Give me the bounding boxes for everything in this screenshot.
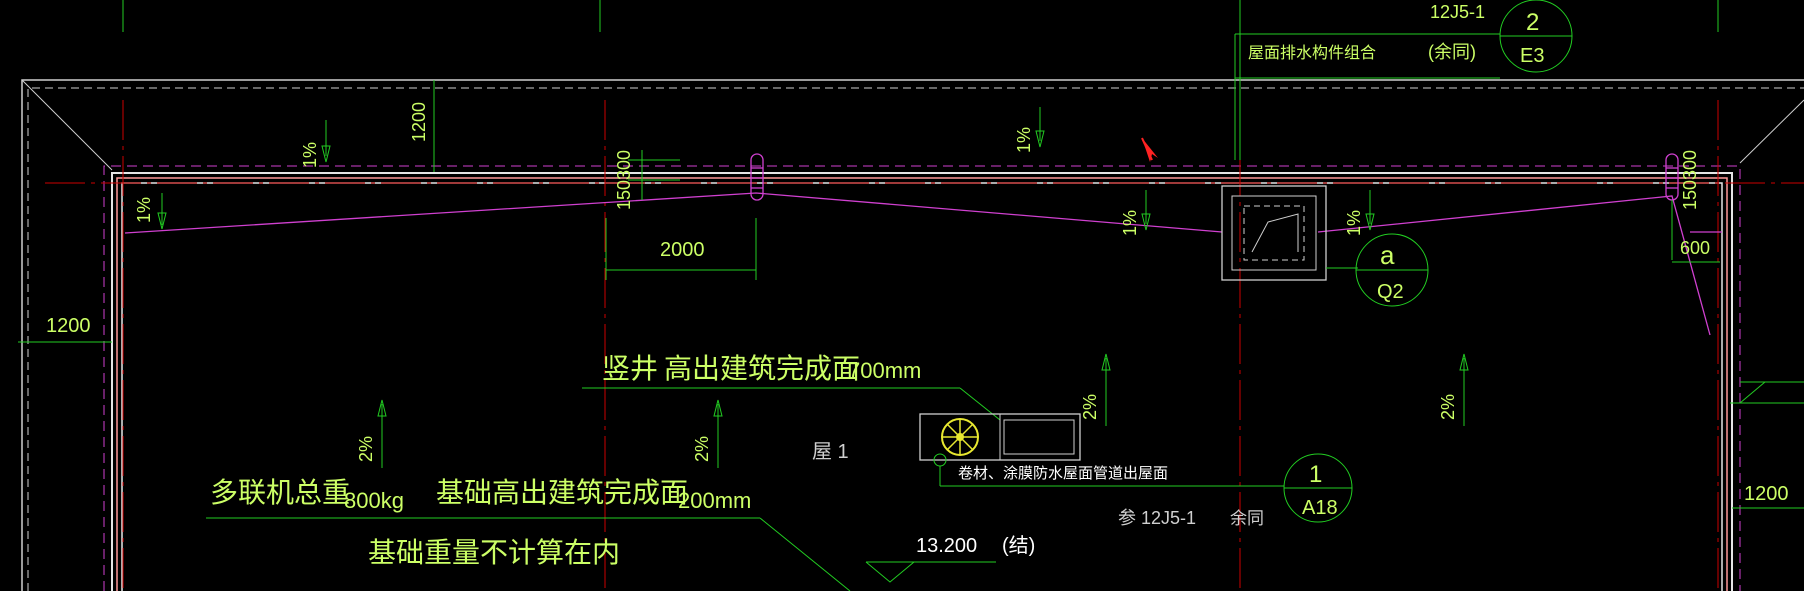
top-ticks <box>122 0 1719 160</box>
pipe-note-bubble-bottom: A18 <box>1302 497 1338 519</box>
slope-mark: 2% <box>1438 353 1469 426</box>
dimensions: 1200 150300 2000 150300 600 1200 1200 <box>18 80 1804 509</box>
roof-outline <box>21 79 1804 591</box>
unit-note-text3: 基础重量不计算在内 <box>368 537 620 568</box>
pipe-note-ref: 参 12J5-1 <box>1118 508 1196 528</box>
shaft-note-text1: 竖井 <box>602 353 658 384</box>
callout-q: a Q2 <box>1326 233 1429 307</box>
slope-mark: 1% <box>1014 107 1045 153</box>
grid-axes <box>45 100 1804 591</box>
pipe-note-text: 卷材、涂膜防水屋面管道出屋面 <box>958 465 1168 482</box>
unit-note-weight: 800kg <box>344 488 404 513</box>
ac-unit <box>919 413 1081 461</box>
shaft-note-value: 700mm <box>848 358 921 383</box>
callout-top-ref: 12J5-1 <box>1430 2 1485 22</box>
roof-hatch <box>1221 185 1327 281</box>
roof-drain-left <box>750 153 764 201</box>
slope-label: 2% <box>1438 394 1458 420</box>
dim-2000: 2000 <box>660 239 705 261</box>
slope-mark: 2% <box>356 399 387 468</box>
elevation-value: 13.200 <box>916 535 977 557</box>
slope-label: 1% <box>1344 210 1364 236</box>
roof-label: 屋 1 <box>812 441 849 463</box>
pipe-note-bubble-top: 1 <box>1309 461 1322 488</box>
slope-mark: 1% <box>134 193 167 230</box>
slope-mark: 2% <box>692 399 723 468</box>
dim-1200-left: 1200 <box>46 315 91 337</box>
pipe-note: 卷材、涂膜防水屋面管道出屋面 参 12J5-1 余同 1 A18 <box>933 453 1353 528</box>
dim-600: 600 <box>1680 238 1710 258</box>
slope-label: 2% <box>1080 394 1100 420</box>
elevation-mark: 13.200 (结) <box>865 534 1035 583</box>
callout-top-bubble-top: 2 <box>1526 9 1539 36</box>
slope-marks: 1% 1% 1% 1% 1% 2% 2% 2% <box>134 107 1469 468</box>
callout-top-text: 屋面排水构件组合 <box>1248 44 1376 62</box>
ridge-lines <box>124 192 1722 336</box>
callout-q-top: a <box>1380 240 1395 270</box>
roof-drain-right <box>1665 153 1679 201</box>
unit-note-text1: 多联机总重 <box>210 477 350 508</box>
callout-top-bubble-bottom: E3 <box>1520 45 1544 67</box>
slope-label: 1% <box>1014 127 1034 153</box>
dim-150-right: 150300 <box>1680 150 1700 210</box>
dim-1200-top: 1200 <box>409 102 429 142</box>
slope-mark: 1% <box>1344 190 1375 236</box>
elevation-note: (结) <box>1002 534 1035 557</box>
shaft-note: 竖井 高出建筑完成面 700mm <box>582 353 1001 421</box>
slope-mark: 1% <box>1120 190 1151 236</box>
unit-note-height: 200mm <box>678 488 751 513</box>
slope-label: 1% <box>300 142 320 168</box>
callout-top: 12J5-1 屋面排水构件组合 (余同) 2 E3 <box>1234 0 1573 160</box>
callout-top-note: (余同) <box>1428 42 1476 62</box>
slope-mark: 2% <box>1080 353 1111 426</box>
cursor-arrow-icon <box>1141 137 1158 162</box>
callout-q-bottom: Q2 <box>1377 281 1404 303</box>
slope-label: 2% <box>356 436 376 462</box>
slope-label: 1% <box>1120 210 1140 236</box>
unit-note-text2: 基础高出建筑完成面 <box>436 477 688 508</box>
slope-label: 1% <box>134 197 154 223</box>
slope-mark: 1% <box>300 120 331 168</box>
slope-label: 2% <box>692 436 712 462</box>
pipe-note-note: 余同 <box>1230 509 1264 528</box>
dim-150-left: 150300 <box>614 150 634 210</box>
unit-note: 多联机总重 800kg 基础高出建筑完成面 200mm 基础重量不计算在内 <box>206 477 851 591</box>
shaft-note-text2: 高出建筑完成面 <box>664 353 860 384</box>
dim-1200-right: 1200 <box>1744 483 1789 505</box>
